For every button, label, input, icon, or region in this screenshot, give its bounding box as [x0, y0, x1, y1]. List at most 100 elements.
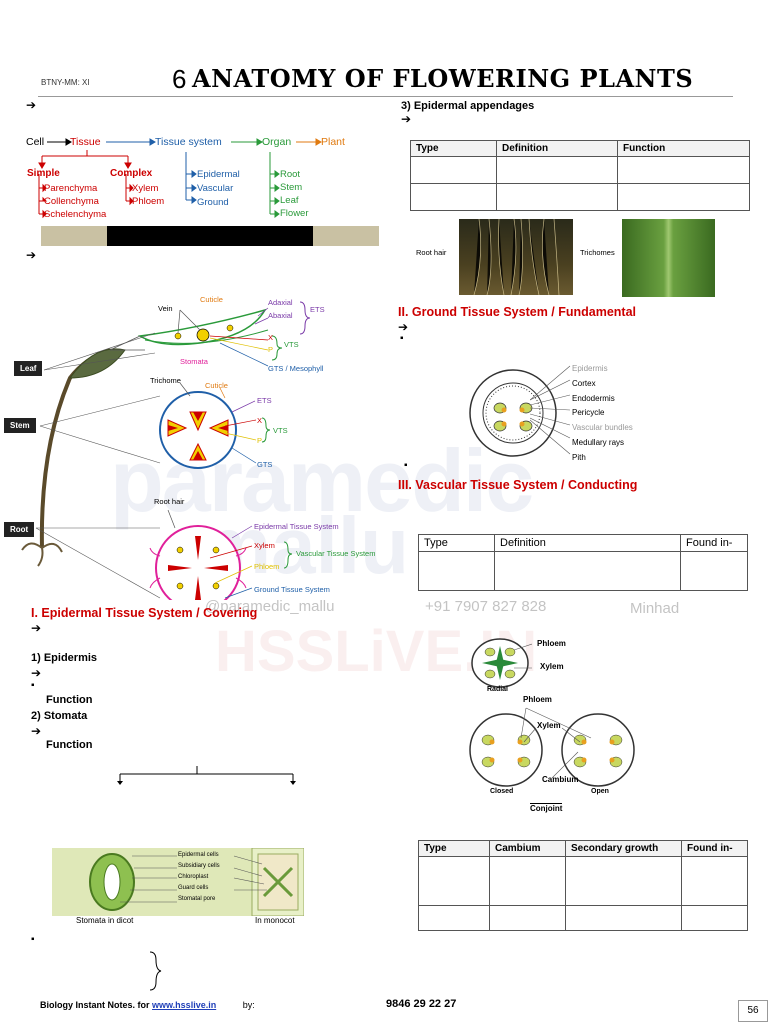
label-vascular-ts: Vascular Tissue System	[296, 549, 375, 558]
epidermis-function: Function	[46, 694, 92, 706]
arrow-bullet: ➔	[26, 248, 36, 262]
stomata-label: Stomatal pore	[178, 894, 220, 905]
root-hair-image	[459, 219, 573, 295]
conjoint-table: Type Cambium Secondary growth Found in-	[418, 840, 748, 931]
table-header: Definition	[497, 141, 618, 157]
header-rule	[38, 96, 733, 97]
label-ets-stem: ETS	[257, 396, 272, 405]
label-conjoint-xylem: Xylem	[537, 721, 561, 730]
section-vascular-heading: III. Vascular Tissue System / Conducting	[398, 478, 637, 492]
label-vein: Vein	[158, 304, 173, 313]
section-ground-heading: II. Ground Tissue System / Fundamental	[398, 305, 636, 319]
stomata-label: Subsidiary cells	[178, 861, 220, 872]
ground-label: Epidermis	[572, 362, 633, 377]
label-vts-stem: VTS	[273, 426, 288, 435]
table-header: Found in-	[682, 841, 748, 857]
label-cuticle: Cuticle	[200, 295, 223, 304]
label-x-stem: X	[257, 416, 262, 425]
arrow-bullet: ➔	[31, 666, 41, 680]
label-radial: Radial	[487, 686, 508, 693]
arrow-bullet: ➔	[26, 98, 36, 112]
stomata-label: Epidermal cells	[178, 850, 220, 861]
page-title: ANATOMY OF FLOWERING PLANTS	[192, 64, 693, 93]
table-header: Found in-	[681, 535, 748, 552]
arrow-bullet: ➔	[398, 320, 408, 334]
label-root-hair-img: Root hair	[416, 248, 446, 257]
arrow-bullet: ➔	[31, 724, 41, 738]
split-connector	[115, 766, 300, 786]
label-trichome: Trichome	[150, 376, 181, 385]
label-radial-xylem: Xylem	[540, 662, 564, 671]
footer-phone: 9846 29 22 27	[386, 998, 456, 1010]
label-xylem: Xylem	[254, 541, 275, 550]
chapter-number: 6	[172, 64, 186, 95]
label-ground-ts: Ground Tissue System	[254, 585, 330, 594]
table-row	[411, 184, 750, 211]
label-radial-phloem: Phloem	[537, 639, 566, 648]
label-p-stem: P	[257, 436, 262, 445]
footer-site-link[interactable]: www.hsslive.in	[152, 1000, 216, 1010]
label-phloem: Phloem	[254, 562, 279, 571]
tag-root: Root	[4, 522, 34, 537]
label-closed: Closed	[490, 788, 513, 795]
table-header: Function	[618, 141, 750, 157]
table-row	[419, 906, 748, 931]
label-vts-leaf: VTS	[284, 340, 299, 349]
appendages-table: Type Definition Function	[410, 140, 750, 211]
label-cuticle-stem: Cuticle	[205, 381, 228, 390]
table-row	[419, 857, 748, 906]
ground-label: Pith	[572, 451, 633, 466]
stomata-heading: 2) Stomata	[31, 710, 87, 722]
arrow-bullet: ➔	[31, 621, 41, 635]
trichome-image	[622, 219, 715, 297]
tag-stem: Stem	[4, 418, 36, 433]
bullet: ▪	[404, 460, 408, 471]
stomata-function: Function	[46, 739, 92, 751]
label-abaxial: Abaxial	[268, 311, 293, 320]
label-adaxial: Adaxial	[268, 298, 293, 307]
label-root-hair: Root hair	[154, 497, 184, 506]
stomata-label: Guard cells	[178, 883, 220, 894]
epidermis-heading: 1) Epidermis	[31, 652, 97, 664]
caption-stomata-dicot: Stomata in dicot	[76, 916, 133, 925]
caption-in-monocot: In monocot	[255, 916, 295, 925]
table-header: Definition	[495, 535, 681, 552]
stomata-label: Chloroplast	[178, 872, 220, 883]
bullet: ▪	[400, 333, 404, 344]
label-p-leaf: P	[268, 345, 273, 354]
ground-label: Medullary rays	[572, 436, 633, 451]
label-trichomes-img: Trichomes	[580, 248, 615, 257]
tag-leaf: Leaf	[14, 361, 42, 376]
flow-arrows	[20, 130, 380, 230]
label-conjoint: Conjoint	[530, 803, 562, 813]
page-number: 56	[738, 1000, 768, 1022]
table-header: Cambium	[490, 841, 566, 857]
vascular-table: Type Definition Found in-	[418, 534, 748, 591]
label-gts-meso: GTS / Mesophyll	[268, 364, 323, 373]
arrow-bullet: ➔	[401, 112, 411, 126]
bullet: ▪	[31, 934, 35, 945]
label-stomata: Stomata	[180, 357, 208, 366]
ground-label: Cortex	[572, 377, 633, 392]
ground-label: Endodermis	[572, 392, 633, 407]
radial-bundle-diagram	[470, 636, 532, 692]
watermark-fb: Minhad	[630, 600, 679, 617]
redacted-block	[107, 226, 313, 246]
footer-by: by:	[243, 1000, 255, 1010]
appendages-heading: 3) Epidermal appendages	[401, 100, 534, 112]
brace	[148, 950, 162, 992]
footer-text: Biology Instant Notes. for	[40, 1000, 152, 1010]
table-header: Type	[411, 141, 497, 157]
label-gts: GTS	[257, 460, 272, 469]
label-conjoint-cambium: Cambium	[542, 775, 578, 784]
doc-code: BTNY-MM: XI	[41, 78, 90, 87]
ground-label: Pericycle	[572, 406, 633, 421]
section-epidermal-heading: I. Epidermal Tissue System / Covering	[31, 606, 257, 620]
ground-labels: Epidermis Cortex Endodermis Pericycle Va…	[572, 362, 633, 466]
table-header: Type	[419, 841, 490, 857]
table-header: Type	[419, 535, 495, 552]
table-row	[419, 552, 748, 591]
watermark-phone: +91 7907 827 828	[425, 598, 546, 615]
ground-label: Vascular bundles	[572, 421, 633, 436]
label-epidermal-ts: Epidermal Tissue System	[254, 522, 339, 531]
